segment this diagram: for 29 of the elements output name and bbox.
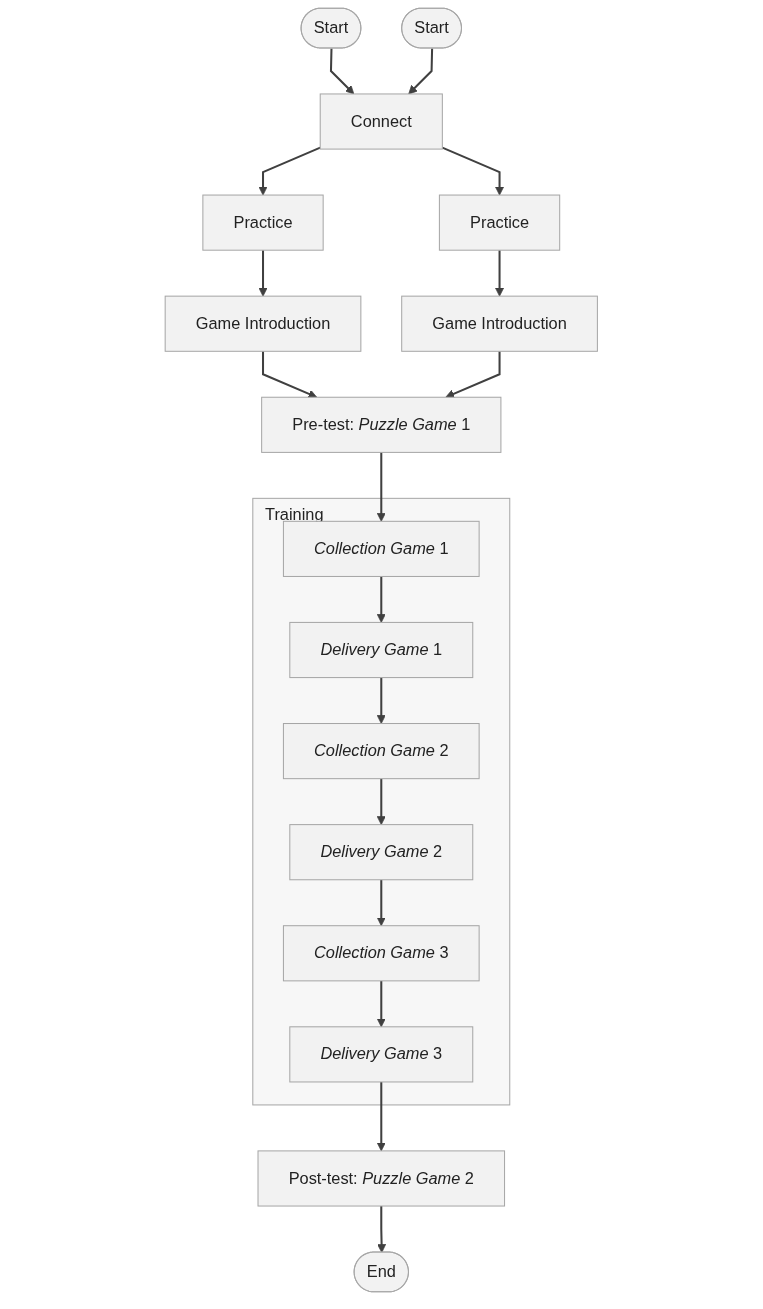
arrow xyxy=(377,677,386,724)
node-box: Game Introduction xyxy=(164,295,362,352)
arrow xyxy=(445,351,501,399)
node-box: Collection Game 3 xyxy=(283,925,480,982)
arrow xyxy=(330,48,355,95)
node-box: Game Introduction xyxy=(401,295,599,352)
arrow xyxy=(258,250,268,297)
arrow xyxy=(258,146,321,196)
node-box: Delivery Game 1 xyxy=(289,621,474,679)
node-box: Practice xyxy=(202,194,324,251)
arrow xyxy=(377,778,386,826)
arrow xyxy=(262,351,318,399)
arrow xyxy=(442,146,505,196)
arrow xyxy=(377,879,386,927)
node-box: Collection Game 2 xyxy=(283,723,480,780)
arrow xyxy=(495,250,505,297)
node-box: Connect xyxy=(319,93,444,150)
arrow xyxy=(377,980,386,1028)
arrow xyxy=(377,1081,386,1152)
arrow xyxy=(408,48,434,95)
node-box: Delivery Game 2 xyxy=(289,824,474,881)
node-box: Practice xyxy=(439,194,561,251)
arrow xyxy=(377,452,386,522)
node-box: Pre-test: Puzzle Game 1 xyxy=(261,396,502,453)
node-box: Delivery Game 3 xyxy=(289,1026,474,1083)
arrow xyxy=(377,1206,387,1253)
arrow xyxy=(377,576,386,623)
node-box: Post-test: Puzzle Game 2 xyxy=(257,1150,506,1207)
node-box: Collection Game 1 xyxy=(283,520,480,577)
